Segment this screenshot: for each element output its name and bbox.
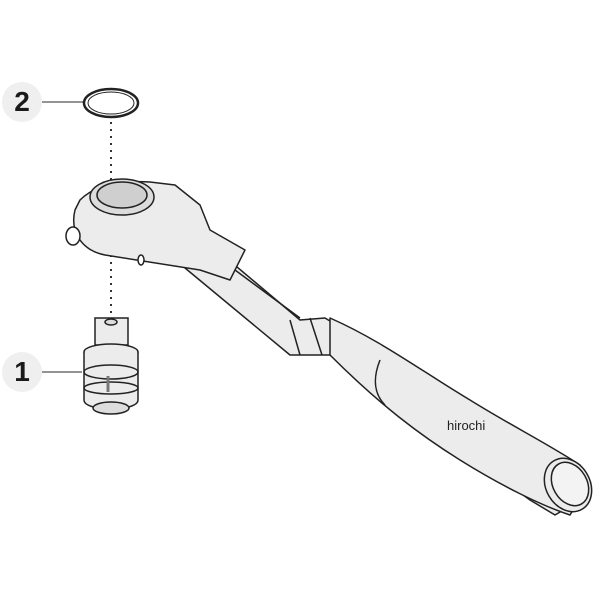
part-number-label: 2 (14, 86, 30, 117)
watermark-text: hirochi (447, 418, 486, 433)
callout-part-2: 2 (2, 82, 42, 122)
socket-adapter (83, 317, 139, 415)
wrench (65, 178, 593, 516)
o-ring (82, 87, 140, 119)
part-number-label: 1 (14, 356, 30, 387)
callout-part-1: 1 (2, 352, 42, 392)
